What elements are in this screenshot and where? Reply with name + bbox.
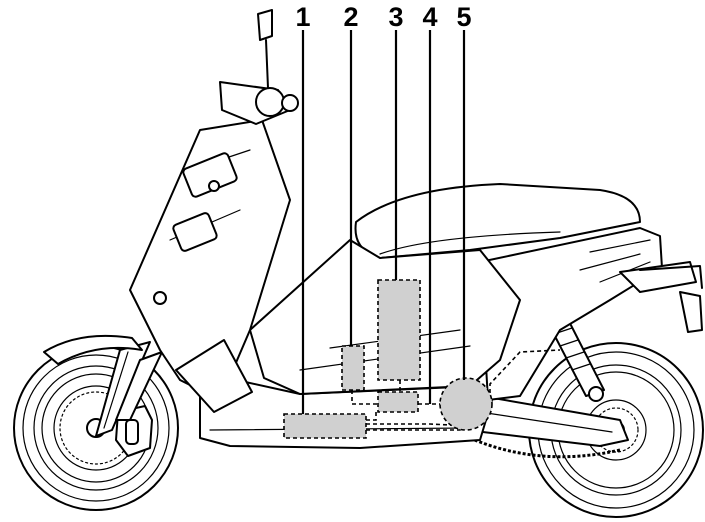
drive-chain: [469, 436, 621, 459]
front-wheel: [13, 345, 179, 511]
front-fender: [43, 334, 143, 365]
callout-5-label: 5: [456, 2, 471, 32]
callout-3-label: 3: [388, 2, 403, 32]
callout-2-label: 2: [343, 2, 358, 32]
component-2-box: [341, 345, 365, 391]
callout-4-label: 4: [422, 2, 437, 32]
component-1-box: [283, 413, 367, 439]
component-5-circle: [439, 377, 493, 431]
wiring-harness: [351, 349, 561, 431]
front-body: [129, 119, 291, 413]
component-3-box: [377, 279, 421, 381]
handlebar: [219, 9, 299, 125]
rear-body: [479, 227, 703, 401]
callout-1-label: 1: [295, 2, 310, 32]
component-4-box: [377, 391, 419, 413]
front-fork: [95, 341, 163, 437]
